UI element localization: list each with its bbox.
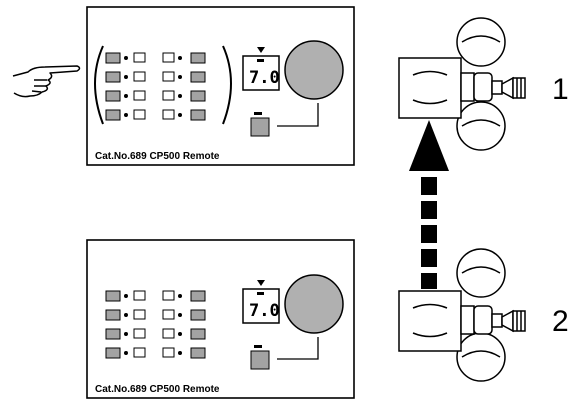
projector-icon <box>398 17 526 151</box>
bracket-right <box>222 45 232 125</box>
level-display-value: 7.0 <box>249 301 280 321</box>
projector-number: 1 <box>552 73 569 106</box>
pointing-hand-icon <box>12 65 81 98</box>
enter-button[interactable] <box>250 350 270 370</box>
preset-button-grid[interactable] <box>105 52 206 121</box>
projector-icon <box>398 248 526 382</box>
rotary-knob-icon[interactable] <box>284 40 344 100</box>
panel-caption: Cat.No.689 CP500 Remote <box>95 151 220 162</box>
dashed-arrow-up-icon <box>409 120 449 289</box>
remote-panel-2: 7.0 Cat.No.689 CP500 Remote <box>86 239 355 399</box>
display-indicator-icon <box>257 280 265 286</box>
preset-button-grid[interactable] <box>105 290 206 359</box>
enter-button[interactable] <box>250 117 270 137</box>
projector-number: 2 <box>552 305 569 338</box>
panel-caption: Cat.No.689 CP500 Remote <box>95 384 220 395</box>
rotary-knob-icon[interactable] <box>284 274 344 334</box>
bracket-left <box>94 45 104 125</box>
level-display-value: 7.0 <box>249 68 280 88</box>
remote-panel-1: 7.0 Cat.No.689 CP500 Remote <box>86 6 355 166</box>
display-indicator-icon <box>257 47 265 53</box>
